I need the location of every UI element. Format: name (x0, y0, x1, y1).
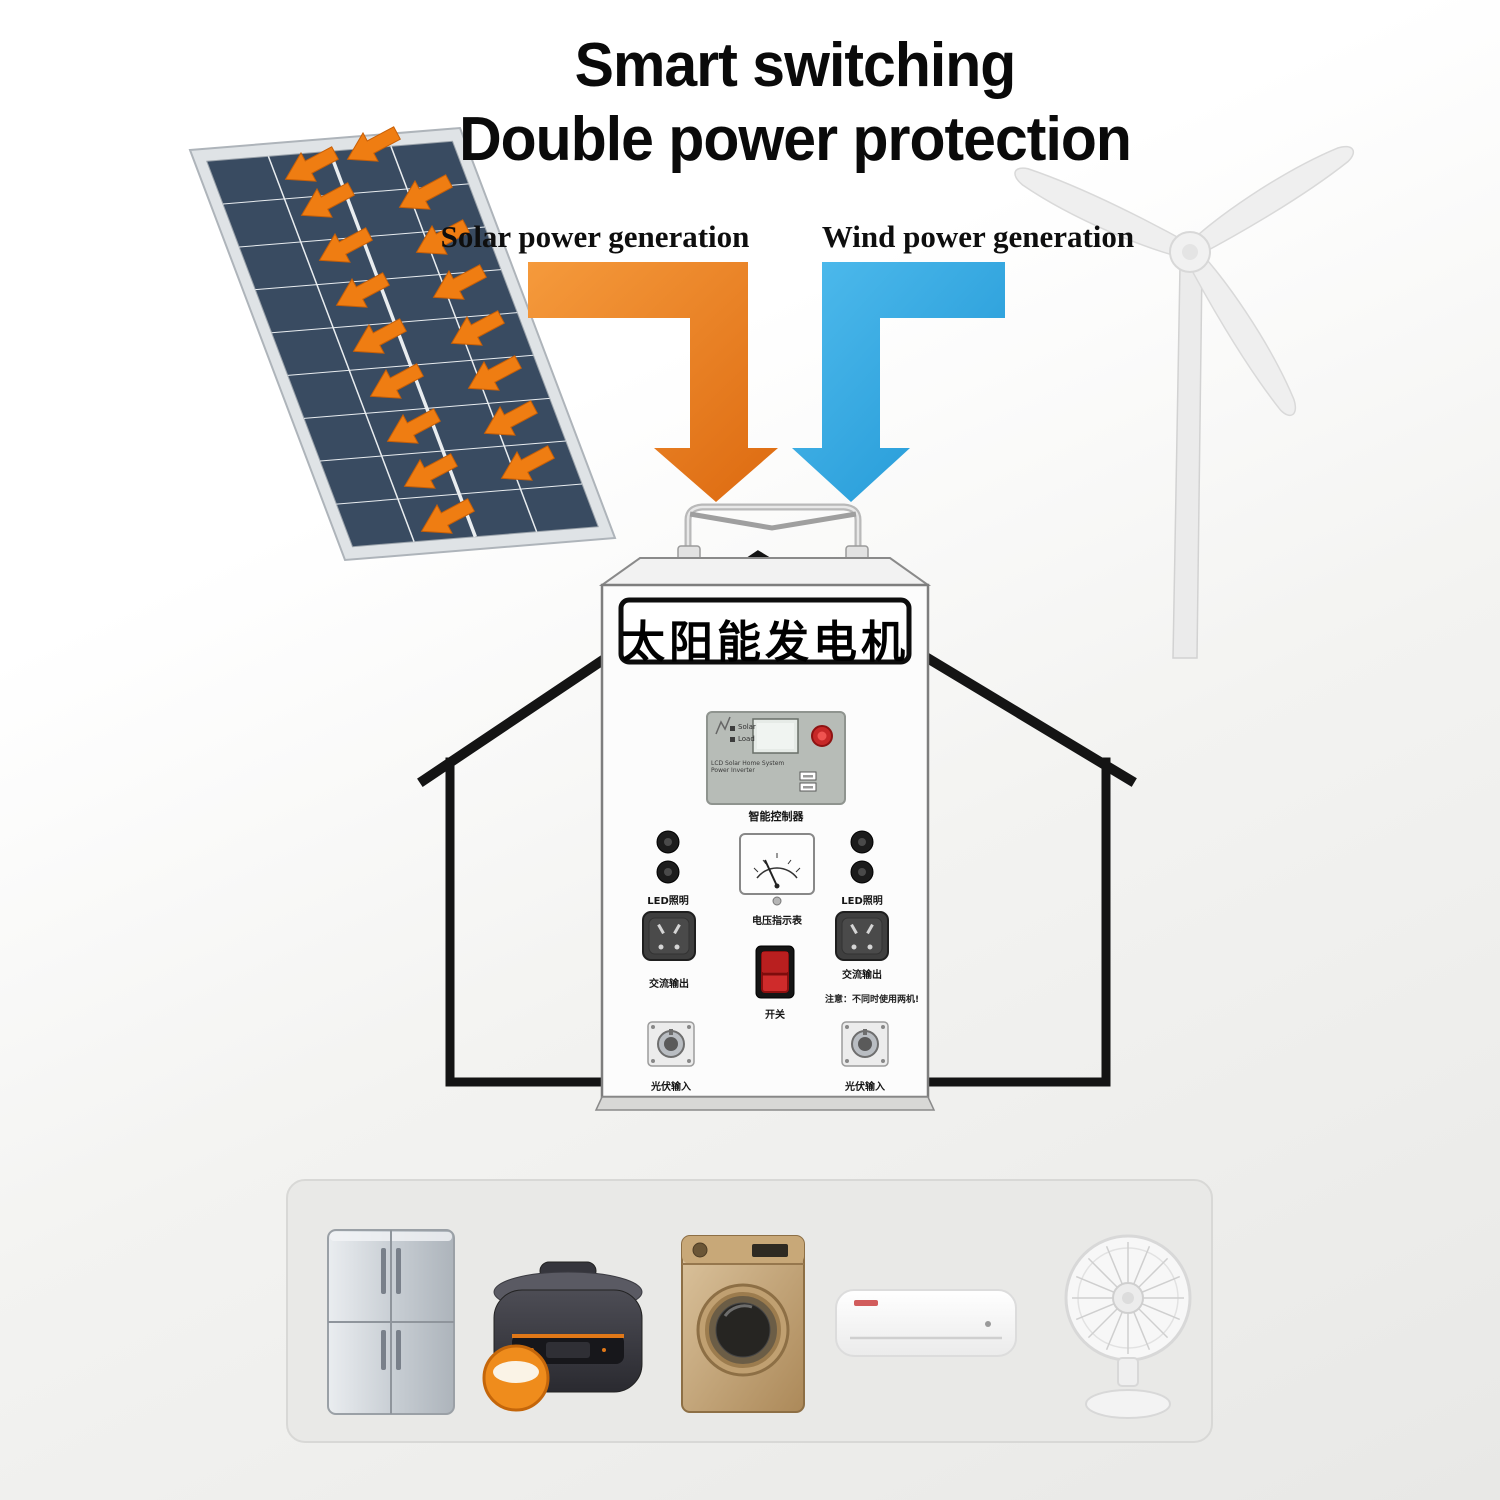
generator-top-face (598, 557, 932, 586)
voltmeter (739, 833, 815, 906)
meter-scale (756, 867, 798, 879)
solar-indicator-icon (730, 726, 735, 731)
pv-connector-right (841, 1021, 889, 1067)
pv-in-left-label: 光伏输入 (651, 1082, 691, 1093)
lcd-solar-label: Solar (738, 723, 756, 731)
wind-source-label: Wind power generation (821, 219, 1135, 254)
ac-out-right-label: 交流输出 (842, 970, 882, 981)
ac-socket-right (835, 911, 889, 961)
led-indicator-right (850, 830, 874, 884)
pv-in-right-label: 光伏输入 (845, 1082, 885, 1093)
lightning-icon (715, 716, 731, 735)
load-indicator-icon (730, 737, 735, 742)
generator-unit (594, 503, 936, 1111)
meter-needle (764, 859, 778, 887)
rice-cooker-icon (482, 1261, 643, 1412)
notice-label: 注意：不同时使用两机! (824, 995, 920, 1005)
nameplate-text: 太阳能发电机 (621, 617, 909, 668)
ac-out-left-label: 交流输出 (649, 979, 689, 990)
carry-handle (677, 503, 869, 565)
ac-socket-left (642, 911, 696, 961)
lcd-load-label: Load (738, 735, 755, 743)
meter-adjust-screw (772, 896, 782, 906)
pv-connector-left (647, 1021, 695, 1067)
generator-base (594, 1096, 936, 1111)
voltmeter-label: 电压指示表 (752, 916, 802, 927)
solar-source-label: Solar power generation (440, 219, 750, 254)
led-left-label: LED照明 (647, 896, 689, 907)
refrigerator-icon (327, 1229, 455, 1415)
title-line-2: Double power protection (459, 105, 1132, 174)
power-switch (755, 945, 795, 999)
air-conditioner-icon (835, 1289, 1017, 1357)
title-line-1: Smart switching (574, 31, 1017, 100)
solar-feed-arrow (528, 262, 778, 502)
lcd-caption: LCD Solar Home System Power Inverter (711, 760, 785, 774)
led-indicator-left (656, 830, 680, 884)
washing-machine-icon (681, 1235, 805, 1413)
control-panel (706, 711, 846, 805)
controller-label: 智能控制器 (748, 810, 804, 823)
usb-ports-icon (799, 771, 817, 792)
led-right-label: LED照明 (841, 896, 883, 907)
nameplate (618, 597, 912, 665)
wind-turbine-illustration (1008, 135, 1360, 659)
wind-feed-arrow (792, 262, 1005, 502)
solar-panel-illustration (190, 119, 615, 560)
desk-fan-icon (1064, 1234, 1192, 1419)
switch-label: 开关 (765, 1010, 785, 1021)
